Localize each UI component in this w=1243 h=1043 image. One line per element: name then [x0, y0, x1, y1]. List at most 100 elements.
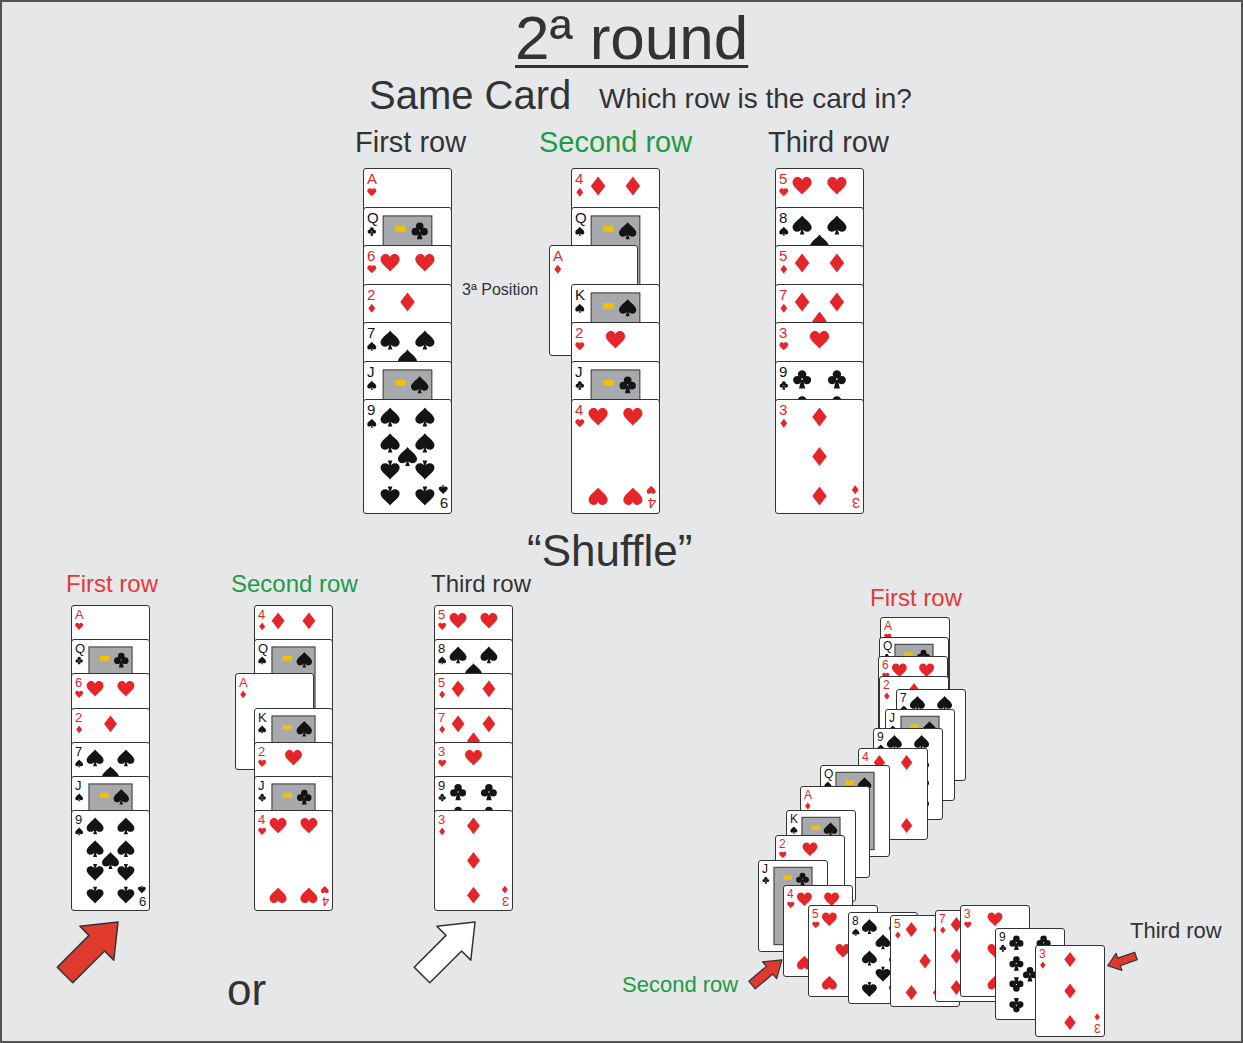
suit-symbol — [368, 304, 375, 313]
suit-symbol — [297, 721, 312, 736]
label-holder: Which row is the card in? — [599, 83, 912, 114]
suit-symbol — [779, 852, 786, 859]
card-index: J — [759, 861, 768, 875]
row-label: First row — [66, 571, 158, 598]
label-holder: Third row — [768, 126, 889, 158]
suit-symbol — [75, 828, 83, 836]
suit-symbol — [906, 985, 917, 1000]
row-label: Third row — [1130, 919, 1222, 944]
label-holder: Third row — [431, 571, 531, 598]
crown-mark — [603, 380, 613, 386]
playing-card: 99 — [363, 399, 452, 514]
suit-symbol — [412, 223, 428, 240]
card-index-inverted: 9 — [139, 895, 149, 910]
suit-symbol — [321, 886, 329, 893]
card-index: 9 — [776, 362, 787, 379]
suit-symbol — [812, 407, 827, 426]
suit-symbol — [780, 265, 787, 274]
card-index: 4 — [784, 886, 794, 900]
suit-symbol — [240, 691, 246, 699]
card-pips — [1036, 946, 1104, 1036]
suit-symbol — [1094, 1013, 1099, 1020]
suit-symbol — [415, 433, 434, 452]
card-index: 2 — [255, 743, 265, 758]
card-index: Q — [255, 640, 268, 655]
card-index: 7 — [936, 911, 946, 925]
row-label: Which row is the card in? — [599, 83, 912, 114]
suit-symbol — [895, 931, 900, 938]
suit-symbol — [862, 951, 877, 966]
suit-symbol — [114, 789, 129, 804]
crown-mark — [395, 380, 405, 386]
suit-symbol — [780, 381, 788, 390]
card-index: 5 — [435, 606, 445, 621]
suit-symbol — [452, 680, 465, 697]
row-label: Second row — [539, 126, 692, 158]
row-label: Second row — [622, 973, 738, 998]
card-pips — [364, 400, 451, 513]
card-pips — [72, 811, 149, 910]
suit-symbol — [779, 227, 788, 236]
card-index: 4 — [255, 606, 265, 621]
suit-symbol — [117, 749, 134, 766]
suit-symbol — [827, 177, 846, 194]
card-index: K — [255, 709, 267, 724]
suit-symbol — [87, 864, 104, 881]
suit-symbol — [482, 680, 495, 697]
suit-symbol — [822, 976, 837, 990]
suit-symbol — [415, 330, 434, 349]
card-index: A — [801, 787, 812, 801]
crown-mark — [603, 303, 613, 309]
suit-symbol — [87, 840, 104, 857]
playing-card: 44 — [254, 810, 333, 911]
suit-symbol — [810, 331, 829, 348]
card-index: A — [72, 606, 84, 621]
card-index-inverted: 3 — [852, 496, 863, 513]
suit-symbol — [415, 254, 434, 271]
suit-symbol — [790, 826, 797, 833]
suit-symbol — [812, 486, 827, 505]
suit-symbol — [805, 802, 810, 809]
suit-symbol — [367, 419, 376, 428]
card-pips — [435, 811, 512, 910]
suit-symbol — [1009, 998, 1023, 1012]
crown-mark — [603, 226, 613, 232]
suit-symbol — [803, 843, 818, 857]
suit-symbol — [467, 852, 480, 869]
suit-symbol — [381, 330, 400, 349]
card-index: Q — [364, 208, 379, 225]
card-index: 2 — [72, 709, 82, 724]
card-index: 7 — [897, 690, 907, 704]
suit-symbol — [575, 419, 584, 427]
suit-symbol — [297, 790, 311, 805]
suit-symbol — [381, 433, 400, 452]
card-index: 9 — [72, 811, 82, 826]
suit-symbol — [919, 954, 930, 969]
crown-mark — [100, 656, 109, 661]
suit-symbol — [481, 784, 497, 800]
card-pips — [572, 400, 659, 513]
suit-symbol — [87, 749, 104, 766]
suit-symbol — [411, 376, 428, 393]
suit-symbol — [884, 692, 889, 699]
suit-symbol — [647, 486, 656, 494]
suit-symbol — [824, 822, 838, 836]
suit-symbol — [554, 265, 561, 274]
pointer-arrow — [405, 905, 492, 992]
card-index: 9 — [996, 929, 1006, 943]
crown-mark — [283, 793, 292, 798]
card-index: Q — [880, 638, 892, 652]
suit-symbol — [465, 750, 482, 765]
row-label: or — [227, 965, 266, 1014]
card-index-inverted: 4 — [322, 895, 332, 910]
crown-mark — [100, 793, 109, 798]
card-index: J — [572, 362, 583, 379]
card-index: 9 — [874, 729, 884, 743]
label-holder: “Shuffle” — [527, 526, 693, 575]
playing-card: 33 — [434, 810, 513, 911]
card-index: 5 — [809, 906, 819, 920]
row-label: Same Card — [369, 73, 571, 118]
card-index: K — [572, 285, 585, 302]
card-index: 5 — [776, 246, 787, 263]
